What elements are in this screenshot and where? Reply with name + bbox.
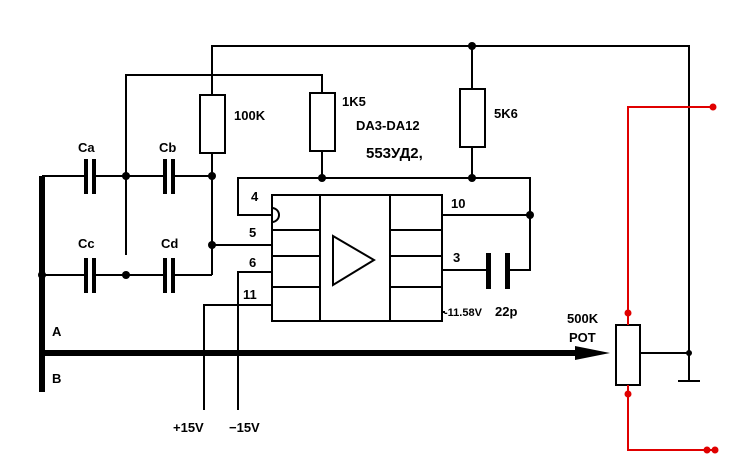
pot-red-wires	[627, 106, 713, 451]
capacitor-ca	[84, 159, 96, 194]
resistor-1k5	[309, 92, 336, 178]
label-cc: Cc	[78, 236, 95, 251]
top-rail-wires	[125, 45, 690, 352]
label-supply-positive: +15V	[173, 420, 204, 435]
label-ic-name: DA3-DA12	[356, 118, 420, 133]
resistor-100k	[199, 94, 226, 275]
label-pin-6: 6	[249, 255, 256, 270]
red-terminal-dots	[624, 103, 719, 454]
label-output-voltage: -11.58V	[444, 307, 483, 319]
label-pin-4: 4	[251, 189, 259, 204]
capacitor-cb	[163, 159, 175, 194]
label-cap-22p: 22p	[495, 304, 517, 319]
label-pin-3: 3	[453, 250, 460, 265]
ic-pin-wires	[203, 177, 531, 410]
label-pot-name: POT	[569, 330, 596, 345]
label-pin-11: 11	[243, 287, 257, 302]
label-node-b: B	[52, 371, 61, 386]
label-cd: Cd	[161, 236, 178, 251]
opamp-ic-body	[271, 194, 443, 322]
capacitor-cc	[84, 258, 96, 293]
label-ic-type: 553УД2,	[366, 145, 423, 162]
main-bus-arrow	[42, 346, 610, 360]
label-5k6: 5K6	[494, 106, 518, 121]
label-100k: 100K	[234, 108, 266, 123]
label-pin-5: 5	[249, 225, 256, 240]
label-ca: Ca	[78, 140, 95, 155]
junction-dots	[38, 42, 692, 356]
label-1k5: 1K5	[342, 94, 366, 109]
potentiometer-500k	[615, 324, 689, 386]
label-cb: Cb	[159, 140, 176, 155]
label-supply-negative: −15V	[229, 420, 260, 435]
ground-symbol	[678, 353, 700, 382]
capacitor-22p	[486, 253, 510, 289]
label-pot-value: 500K	[567, 311, 599, 326]
label-pin-10: 10	[451, 196, 465, 211]
resistor-5k6	[459, 88, 486, 178]
label-node-a: A	[52, 324, 62, 339]
capacitor-cd	[163, 258, 175, 293]
